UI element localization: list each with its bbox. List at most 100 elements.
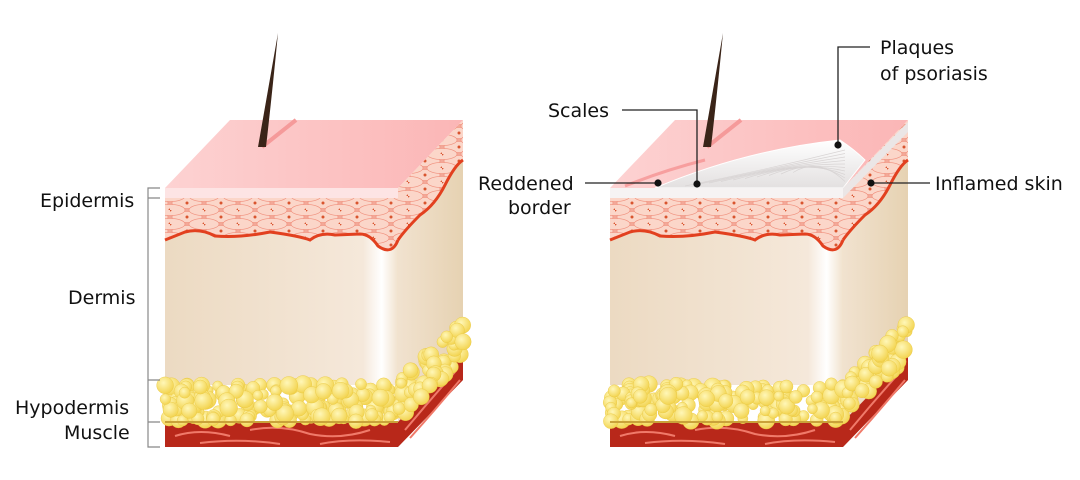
fat-cells	[602, 316, 915, 430]
fat-cell	[674, 406, 693, 425]
scale-edge	[610, 188, 843, 198]
fat-cell	[773, 390, 785, 402]
fat-cell	[312, 407, 331, 426]
fat-cell	[659, 386, 678, 405]
psoriasis-plaque	[654, 139, 866, 189]
label-inflamed-skin: Inflamed skin	[935, 173, 1063, 195]
scale-line	[696, 153, 846, 185]
fat-cell	[193, 379, 208, 395]
label-muscle: Muscle	[64, 422, 130, 444]
fat-cell	[162, 401, 179, 418]
fat-cell	[219, 398, 238, 417]
fat-cell	[413, 388, 430, 406]
fat-border	[610, 421, 843, 423]
fat-cell	[421, 377, 438, 394]
layer-bracket	[147, 187, 160, 448]
fat-cell	[696, 410, 708, 422]
fat-cell	[633, 389, 648, 404]
scale-line	[720, 160, 846, 182]
fat-cell	[829, 411, 842, 425]
epidermis-cells	[610, 198, 843, 250]
fat-cell	[626, 397, 637, 409]
psoriasis-skin-block	[602, 33, 915, 447]
fat-cell	[733, 402, 750, 419]
label-hypodermis: Hypodermis	[15, 397, 129, 419]
fat-border	[165, 421, 398, 423]
muscle-fibers	[174, 426, 391, 445]
muscle-fibers	[619, 426, 836, 445]
label-plaques-line2: of psoriasis	[880, 63, 988, 85]
scale-line	[708, 156, 846, 184]
fat-cell	[331, 382, 350, 400]
fat-cell	[607, 384, 621, 398]
fat-cell	[331, 407, 348, 425]
hair	[703, 33, 723, 147]
fat-cell	[181, 402, 198, 419]
fat-cell	[395, 377, 407, 389]
label-reddened-line2: border	[508, 197, 571, 219]
skin-surface	[165, 120, 463, 188]
fat-cell	[759, 405, 771, 417]
hair-follicle	[705, 118, 743, 149]
normal-skin-block	[156, 33, 472, 447]
scale-edge-side	[843, 122, 908, 198]
fat-cell	[880, 360, 898, 377]
fat-cell	[266, 393, 284, 411]
fat-cell	[807, 403, 818, 415]
scale-line	[732, 163, 846, 181]
fat-cell	[402, 362, 419, 378]
label-scales: Scales	[548, 100, 609, 122]
stratum-corneum	[165, 188, 398, 198]
fat-cell	[739, 389, 756, 405]
fat-cell	[788, 390, 803, 404]
scale-line	[684, 149, 846, 187]
fat-cell	[779, 379, 794, 394]
side-basal-border	[396, 158, 464, 241]
scale-line	[792, 165, 846, 182]
scale-line	[768, 166, 846, 176]
fat-cell	[239, 412, 255, 428]
fat-cell	[868, 374, 883, 389]
scales	[684, 149, 846, 187]
fat-cell	[894, 340, 913, 359]
label-epidermis: Epidermis	[40, 190, 134, 212]
basal-border	[164, 229, 400, 252]
fat-cell	[365, 408, 379, 422]
fat-cell	[159, 393, 171, 405]
fat-cell	[810, 390, 824, 404]
side-epidermis	[843, 120, 908, 240]
annotation-lines	[585, 46, 930, 184]
annotation-dots	[654, 141, 875, 188]
fat-cell	[178, 386, 191, 399]
fat-cell	[355, 378, 367, 390]
label-reddened-line1: Reddened	[478, 173, 574, 195]
fat-cell	[698, 390, 715, 407]
fat-cell	[644, 403, 658, 416]
epidermis-cells	[165, 198, 398, 250]
hair	[258, 33, 278, 147]
fat-cell	[392, 402, 406, 415]
fat-cell	[711, 411, 723, 423]
fat-cell	[854, 383, 870, 398]
hair-follicle	[260, 118, 298, 149]
basal-border	[609, 229, 845, 252]
fat-cell	[253, 399, 268, 414]
label-plaques-line1: Plaques	[880, 37, 954, 59]
scale-line	[780, 166, 846, 179]
fat-cell	[758, 389, 775, 406]
side-basal-border	[841, 158, 909, 241]
fat-cell	[454, 333, 472, 351]
fat-cell	[371, 388, 390, 407]
fat-cells	[156, 316, 472, 429]
fat-cell	[194, 391, 213, 410]
fat-cell	[252, 390, 264, 401]
fat-cell	[871, 344, 889, 362]
side-epidermis	[398, 120, 463, 240]
fat-cell	[896, 325, 909, 338]
fat-cell	[440, 330, 453, 343]
fat-cell	[315, 383, 332, 400]
fat-cell	[778, 397, 796, 415]
fat-cell	[206, 412, 221, 426]
fat-cell	[843, 397, 856, 410]
